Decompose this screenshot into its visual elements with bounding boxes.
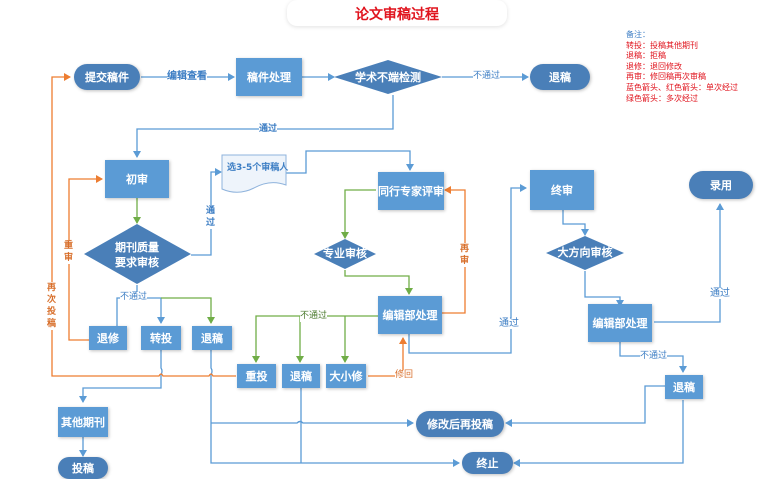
node-revise-resubmit[interactable]: 修改后再投稿	[416, 411, 504, 437]
label-fail-misconduct: 不通过	[473, 71, 501, 82]
edge-select-to-peer	[286, 150, 414, 174]
node-accept[interactable]: 录用	[689, 171, 753, 199]
edge-reject-left-to-revise	[211, 419, 414, 427]
label-pass-misconduct: 通过	[259, 124, 278, 135]
edge-direction-to-editorial	[584, 271, 624, 307]
node-reject-top[interactable]: 退稿	[530, 64, 590, 90]
label-char: 审	[459, 256, 469, 266]
journal-quality-line2: 要求审核	[115, 256, 159, 269]
node-transfer[interactable]: 转投	[141, 326, 181, 350]
edge-reject-right-to-terminate	[513, 400, 684, 467]
edge-final-to-direction	[562, 210, 589, 236]
label-revised-return: 修回	[395, 370, 414, 381]
label-re-review-right: 再 审	[459, 243, 470, 267]
node-resubmit[interactable]: 重投	[237, 364, 276, 388]
professional-review-diamond	[314, 239, 376, 269]
legend-item: 绿色箭头：多次经过	[626, 93, 698, 103]
edge-reject-right-to-revise	[505, 385, 665, 427]
edge-quality-fail-reject	[161, 297, 215, 324]
node-major-minor-revision[interactable]: 大小修	[326, 364, 366, 388]
node-initial-review[interactable]: 初审	[105, 160, 169, 198]
edge-reject-left-down	[210, 350, 460, 467]
edge-professional-to-editorial	[344, 270, 413, 295]
node-final-review[interactable]: 终审	[530, 170, 594, 210]
direction-review-diamond	[546, 236, 624, 270]
label-char: 稿	[46, 319, 56, 329]
label-char: 再	[459, 244, 469, 254]
node-peer-review[interactable]: 同行专家评审	[378, 172, 444, 210]
edge-transfer-to-other	[79, 350, 163, 403]
label-char: 重	[63, 241, 73, 251]
node-direction-review[interactable]: 大方向审核	[557, 246, 613, 259]
legend-item: 再审：修回稿再次审稿	[626, 72, 706, 82]
node-manuscript-processing[interactable]: 稿件处理	[236, 58, 302, 96]
label-resubmit-again: 再 次 投 稿	[46, 282, 57, 330]
node-return-for-revision[interactable]: 退修	[89, 326, 127, 350]
node-journal-quality[interactable]: 期刊质量 要求审核	[107, 240, 167, 270]
edge-peer-to-professional	[341, 189, 376, 239]
node-editorial-processing-right[interactable]: 编辑部处理	[588, 304, 652, 342]
node-other-journals[interactable]: 其他期刊	[58, 407, 108, 437]
node-reject-left[interactable]: 退稿	[192, 326, 232, 350]
journal-quality-line1: 期刊质量	[115, 241, 159, 254]
title-banner	[287, 0, 507, 26]
label-pass-final: 通过	[710, 288, 730, 299]
label-editor-view: 编辑查看	[167, 71, 207, 82]
legend-item: 退修：退回修改	[626, 61, 682, 71]
node-select-reviewers[interactable]: 选3-5个审稿人	[227, 163, 289, 173]
label-fail-final: 不通过	[640, 351, 668, 362]
legend-item: 蓝色箭头、红色箭头：单次经过	[626, 82, 738, 92]
misconduct-check-diamond	[334, 60, 442, 94]
label-fail-quality: 不通过	[120, 292, 148, 303]
legend-item: 退稿：拒稿	[626, 51, 666, 61]
label-char: 通	[205, 206, 215, 216]
node-misconduct-check[interactable]: 学术不端检测	[355, 71, 421, 84]
legend-heading: 备注：	[626, 30, 650, 39]
node-submit-other[interactable]: 投稿	[58, 457, 108, 479]
node-professional-review[interactable]: 专业审核	[323, 247, 367, 260]
label-re-review-left: 重 审	[63, 240, 74, 264]
label-char: 投	[46, 307, 56, 317]
node-editorial-processing-mid[interactable]: 编辑部处理	[378, 296, 442, 334]
node-reject-right[interactable]: 退稿	[665, 375, 703, 399]
select-reviewers-doc	[221, 154, 287, 193]
page-title: 论文审稿过程	[355, 7, 439, 23]
edge-resubmit-again	[51, 73, 236, 377]
label-char: 过	[205, 218, 215, 228]
edge-editorial-to-accept	[654, 203, 724, 323]
journal-quality-diamond	[84, 224, 191, 284]
edge-editorial-fail-resubmit	[252, 315, 378, 363]
node-terminate[interactable]: 终止	[462, 452, 513, 474]
node-reject-mid[interactable]: 退稿	[282, 364, 320, 388]
label-char: 审	[63, 253, 73, 263]
edge-editorial-to-final	[408, 184, 527, 354]
label-pass-quality: 通 过	[205, 205, 216, 229]
label-pass-editorial: 通过	[499, 318, 519, 329]
legend-item: 转投：投稿其他期刊	[626, 40, 698, 50]
legend: 备注： 转投：投稿其他期刊 退稿：拒稿 退修：退回修改 再审：修回稿再次审稿 蓝…	[626, 30, 738, 104]
node-submit[interactable]: 提交稿件	[74, 64, 140, 90]
label-fail-editorial: 不通过	[300, 311, 328, 322]
label-char: 再	[46, 283, 56, 293]
label-char: 次	[46, 295, 56, 305]
